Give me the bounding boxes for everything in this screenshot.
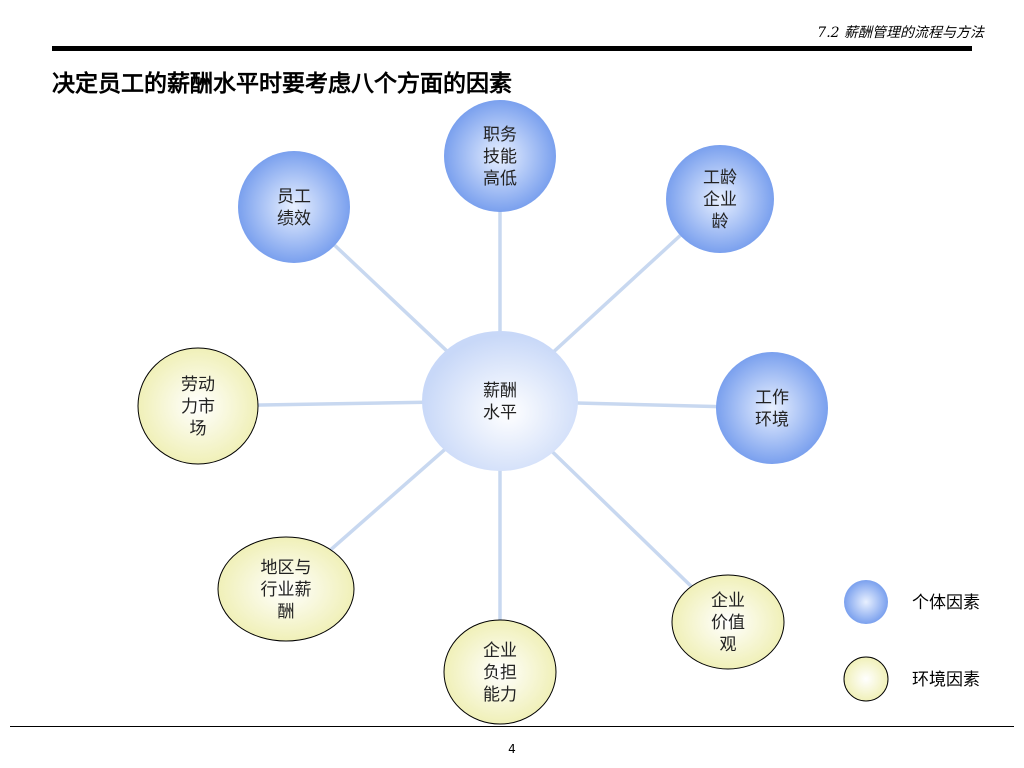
region-industry-pay-label-line: 行业薪 [261, 580, 312, 600]
center-label-line: 薪酬 [483, 381, 517, 401]
center-circle [422, 331, 578, 471]
individual-factor-circle [238, 151, 350, 263]
legend-individual-label: 个体因素 [912, 593, 980, 613]
region-industry-pay-label-line: 地区与 [261, 558, 312, 578]
work-environment-label-line: 环境 [755, 410, 789, 430]
enterprise-capacity-label-line: 企业 [483, 641, 517, 661]
enterprise-values-label-line: 观 [720, 635, 737, 655]
factor-nodes: 职务技能高低工龄企业龄工作环境企业价值观企业负担能力地区与行业薪酬劳动力市场员工… [137, 100, 828, 725]
section-header: 7.2 薪酬管理的流程与方法 [817, 25, 984, 41]
page-number: 4 [508, 742, 516, 756]
job-skill-label-line: 高低 [483, 169, 517, 189]
individual-factor-circle [666, 145, 774, 253]
employee-performance-label-line: 绩效 [277, 209, 311, 229]
legend-individual-swatch [844, 580, 888, 624]
legend-environment-label: 环境因素 [912, 670, 980, 690]
slide-title: 决定员工的薪酬水平时要考虑八个方面的因素 [52, 71, 512, 97]
seniority-label-line: 工龄 [703, 168, 737, 188]
center-label-line: 水平 [483, 403, 517, 423]
environment-factor-circle [137, 347, 259, 465]
individual-factor-circle [716, 352, 828, 464]
footer-divider [10, 726, 1014, 727]
individual-factor-circle [444, 100, 556, 212]
enterprise-values-label-line: 价值 [711, 613, 745, 633]
legend-environment-swatch [843, 656, 889, 702]
environment-factor-circle [671, 574, 785, 670]
enterprise-values-label-line: 企业 [711, 591, 745, 611]
header-divider [52, 46, 972, 51]
labor-market-label-line: 场 [190, 419, 207, 439]
environment-factor-circle [217, 536, 355, 642]
job-skill-label-line: 职务 [483, 125, 517, 145]
seniority-label-line: 企业 [703, 190, 737, 210]
labor-market-label-line: 力市 [181, 397, 215, 417]
employee-performance-label-line: 员工 [277, 187, 311, 207]
labor-market-label-line: 劳动 [181, 375, 215, 395]
region-industry-pay-label-line: 酬 [278, 602, 295, 622]
work-environment-label-line: 工作 [755, 388, 789, 408]
job-skill-label-line: 技能 [483, 147, 517, 167]
environment-factor-circle [443, 619, 557, 725]
enterprise-capacity-label-line: 负担 [483, 663, 517, 683]
center-node: 薪酬水平 [422, 331, 578, 471]
enterprise-capacity-label-line: 能力 [483, 685, 517, 705]
seniority-label-line: 龄 [712, 212, 729, 232]
